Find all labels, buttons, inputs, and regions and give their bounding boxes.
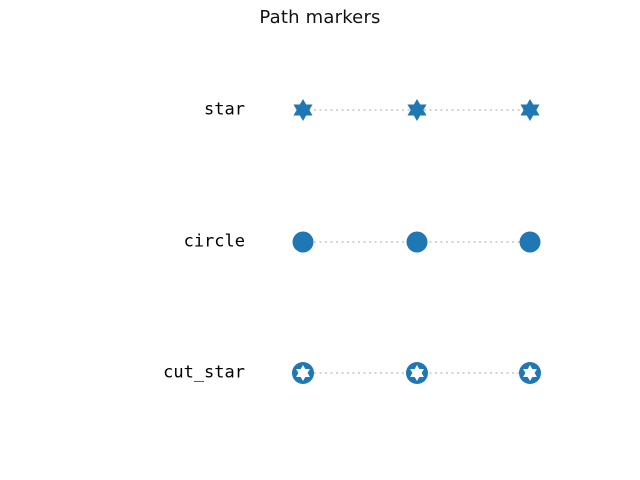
row-label-cut-star: cut_star — [163, 362, 245, 383]
chart-title: Path markers — [259, 7, 381, 28]
row-label-star: star — [204, 99, 245, 120]
circle-marker-icon — [291, 230, 315, 254]
star-marker-icon — [405, 98, 429, 122]
row-label-circle: circle — [183, 231, 245, 252]
circle-marker-icon — [405, 230, 429, 254]
circle-marker-icon — [518, 230, 542, 254]
cut-star-marker-icon — [518, 361, 542, 385]
cut-star-marker-icon — [405, 361, 429, 385]
star-marker-icon — [518, 98, 542, 122]
star-marker-icon — [291, 98, 315, 122]
cut-star-marker-icon — [291, 361, 315, 385]
